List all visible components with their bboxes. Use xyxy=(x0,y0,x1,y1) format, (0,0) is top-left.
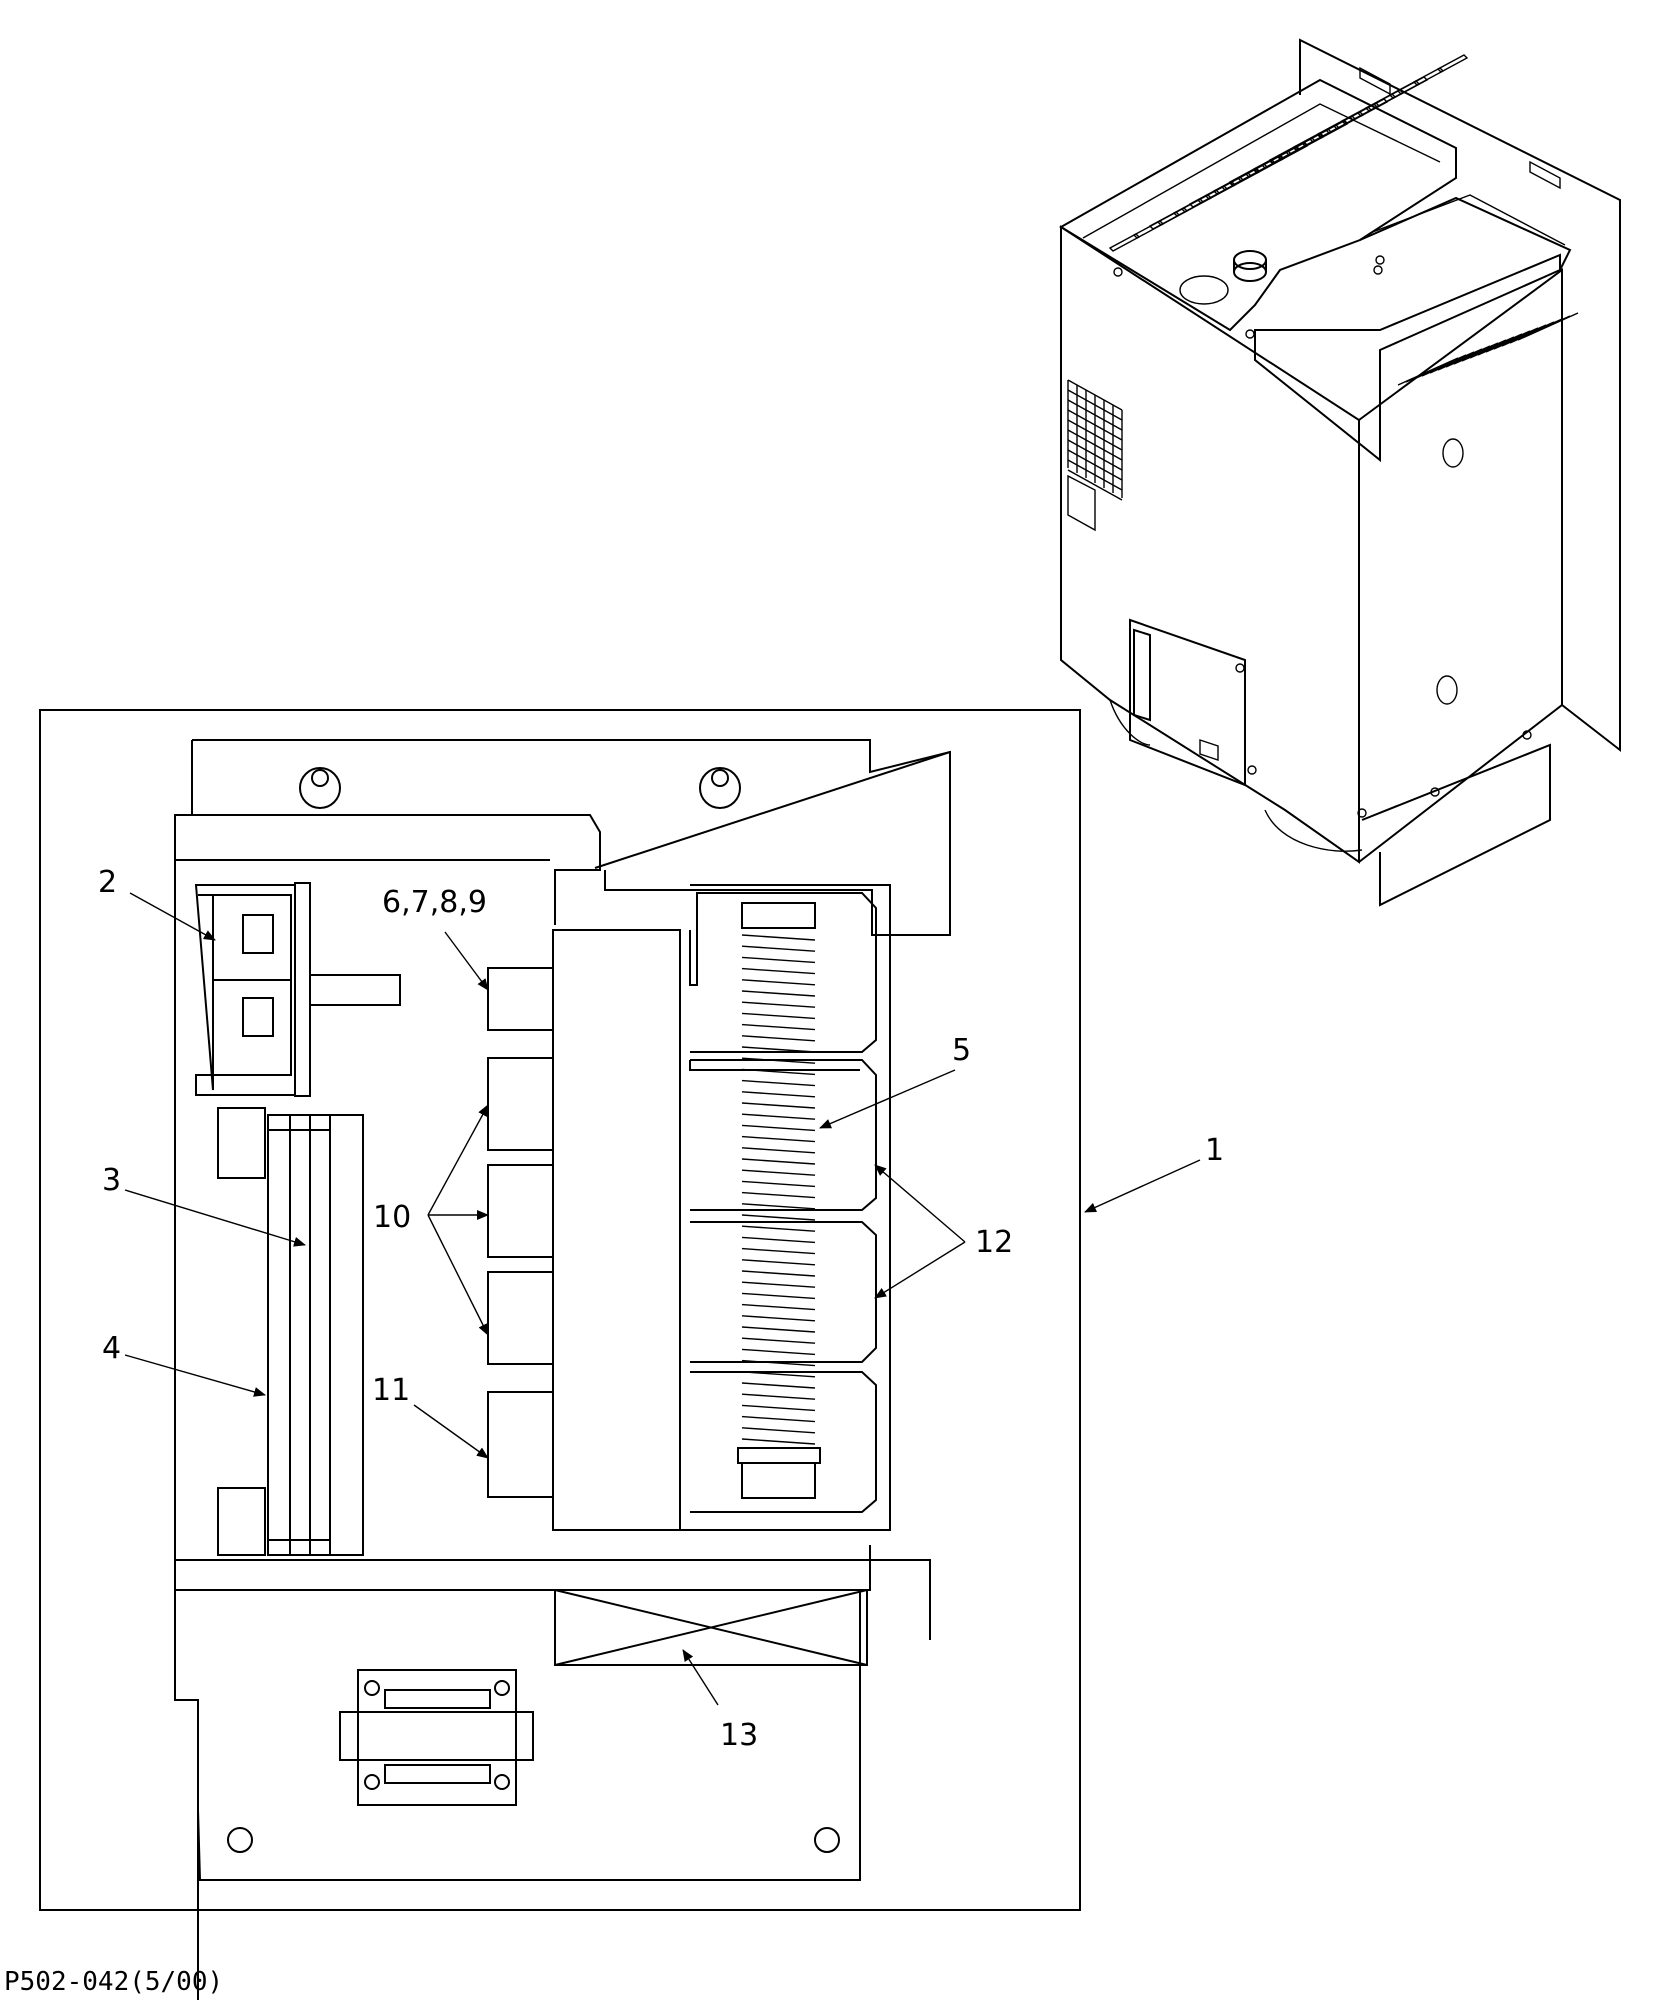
screw-heads xyxy=(1113,255,1532,818)
leader-12a xyxy=(874,1164,966,1243)
keyhole-slot-right xyxy=(699,767,741,809)
callout-10: 10 xyxy=(373,1200,411,1235)
leader-3 xyxy=(124,1189,306,1247)
parts-6-11-power-modules xyxy=(487,929,681,1531)
callout-11: 11 xyxy=(372,1373,410,1408)
enclosure-top-lid xyxy=(1059,78,1457,332)
side-vent-grid-icon xyxy=(1067,379,1123,501)
callout-5: 5 xyxy=(952,1033,971,1068)
parts-view-frame xyxy=(39,709,1081,1911)
callout-2: 2 xyxy=(98,865,117,900)
part-2-terminal-block xyxy=(194,882,401,1097)
leader-13 xyxy=(682,1649,719,1706)
callout-4: 4 xyxy=(102,1331,121,1366)
heatsink-fins-front xyxy=(741,934,816,1445)
callout-12: 12 xyxy=(975,1225,1013,1260)
mount-hole-left xyxy=(227,1827,253,1853)
callout-1: 1 xyxy=(1205,1133,1224,1168)
callout-13: 13 xyxy=(720,1718,758,1753)
callout-3: 3 xyxy=(102,1163,121,1198)
cable-gland-icon xyxy=(1233,250,1267,282)
heatsink-duct xyxy=(1254,253,1561,463)
plate-connector xyxy=(339,1669,534,1806)
parts-front-view xyxy=(174,739,951,2000)
keyhole-slot-left xyxy=(299,767,341,809)
drawing-number: P502-042(5/00) xyxy=(4,1967,223,1997)
leader-5 xyxy=(819,1069,956,1129)
part-3-4-capacitor-bank xyxy=(217,1107,364,1556)
control-board xyxy=(1129,618,1257,787)
callout-labels: 1 2 3 4 5 6,7,8,9 10 11 12 13 xyxy=(98,865,1224,1753)
mount-hole-right xyxy=(814,1827,840,1853)
leader-11 xyxy=(413,1404,489,1459)
bottom-mounting-bracket xyxy=(1361,743,1551,907)
drive-enclosure-isometric xyxy=(1059,38,1621,907)
part-13-filter xyxy=(554,1589,868,1666)
enclosure-front-face xyxy=(1060,225,1360,864)
lid-vent-slots xyxy=(1108,54,1469,252)
enclosure-right-face xyxy=(1358,268,1563,863)
callout-leaders xyxy=(124,892,1201,1706)
leader-6-9 xyxy=(444,931,489,991)
heatsink-fins xyxy=(1397,312,1579,386)
leader-4 xyxy=(124,1354,266,1397)
bottom-plate xyxy=(174,1545,931,1881)
part-5-heatsink-assembly xyxy=(680,884,891,1531)
leader-10a xyxy=(427,1104,489,1216)
leader-12b xyxy=(874,1241,966,1299)
leader-10c xyxy=(427,1214,489,1336)
enclosure-rear-flange xyxy=(1299,38,1621,753)
leader-1 xyxy=(1084,1159,1201,1213)
callout-6-7-8-9: 6,7,8,9 xyxy=(382,885,487,920)
leader-2 xyxy=(129,892,216,941)
